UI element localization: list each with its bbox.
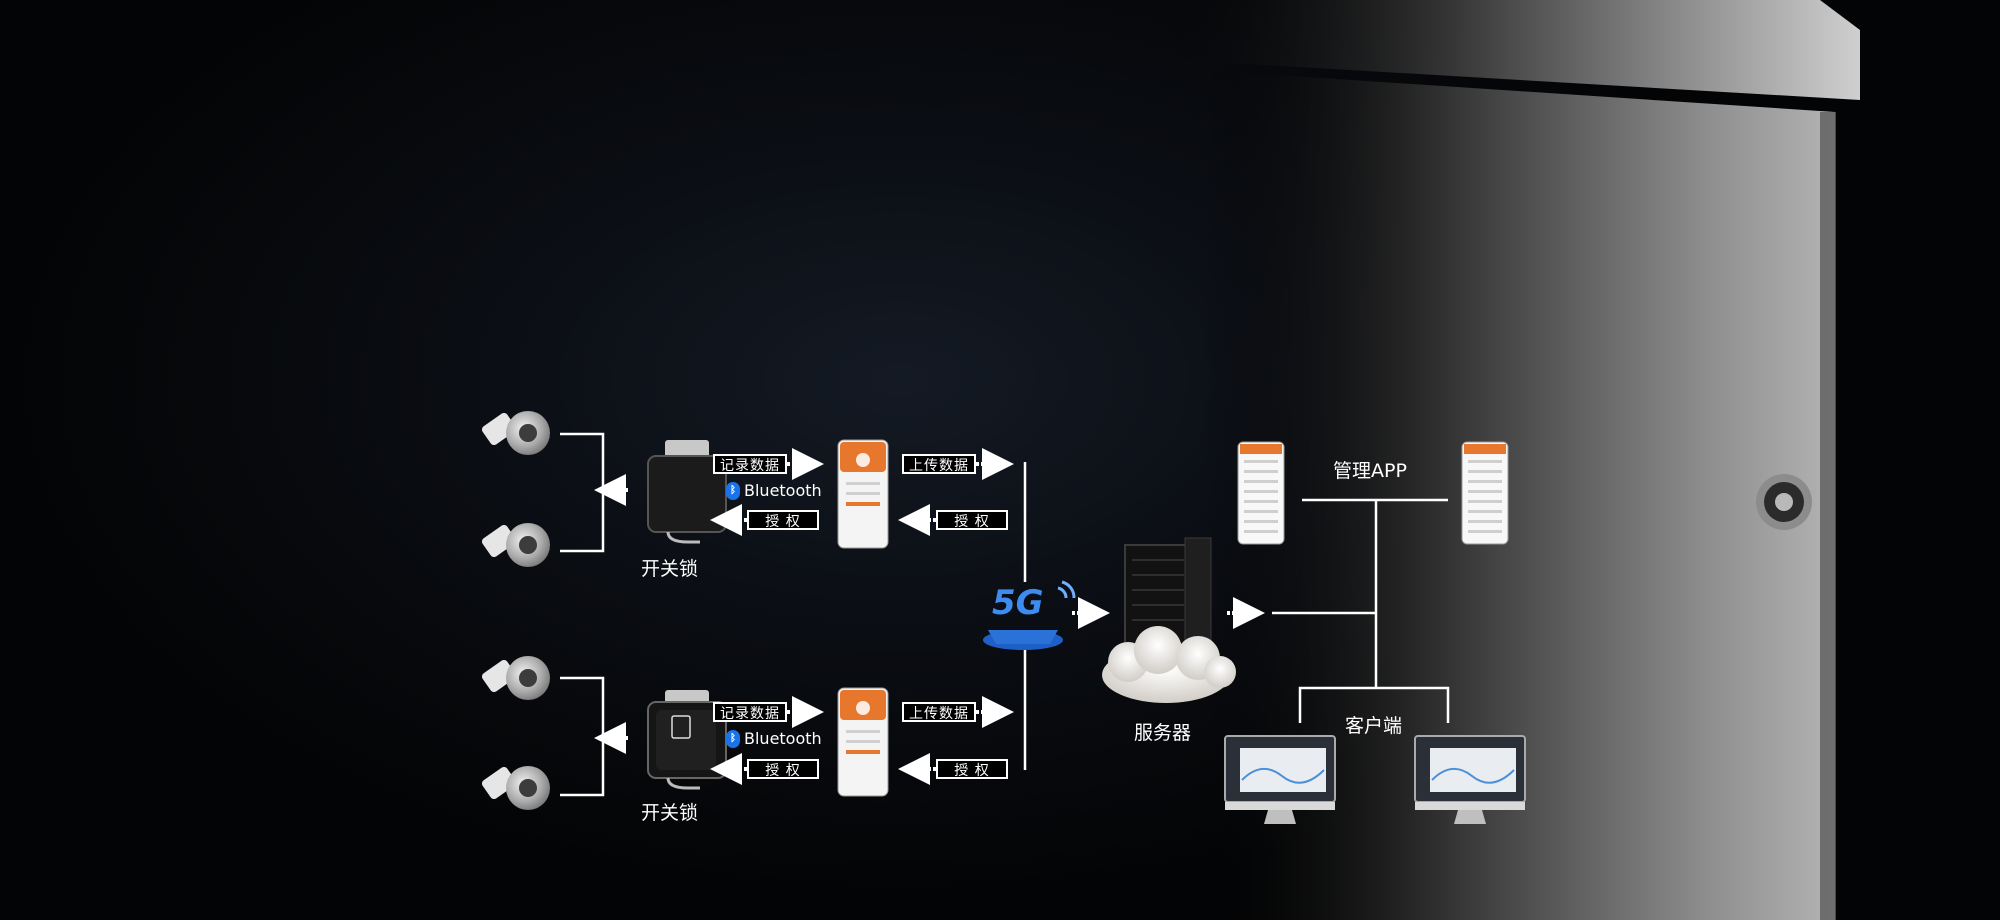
upload-data-label-top: 上传数据 [902,454,976,474]
cam-lock-2 [481,523,550,567]
client-monitor-left [1224,735,1336,824]
record-data-label-bottom: 记录数据 [713,702,787,722]
mgmt-phone-left [1237,441,1285,545]
mgmt-phone-right [1461,441,1509,545]
cam-lock-1 [481,411,550,455]
mgmt-app-label: 管理APP [1333,460,1407,482]
cam-lock-4 [481,766,550,810]
cam-lock-3 [481,656,550,700]
record-data-label-top: 记录数据 [713,454,787,474]
arrows-phone-network [898,448,1014,785]
auth-label-top: 授 权 [747,510,819,530]
auth-label-bottom: 授 权 [747,759,819,779]
bluetooth-label-bottom: ᛒ Bluetooth [726,729,822,748]
smart-key-label-bottom: 开关锁 [641,802,699,824]
upload-data-label-bottom: 上传数据 [902,702,976,722]
distribution-tree [1272,498,1450,723]
client-label: 客户端 [1345,715,1403,737]
cabinet-illustration [1150,0,1860,920]
bluetooth-icon: ᛒ [726,729,740,748]
phone-bottom [837,687,889,797]
lock-bracket-bottom [560,676,605,797]
5g-icon [983,580,1076,650]
bluetooth-text-bottom: Bluetooth [744,729,822,748]
smart-key-top [647,440,727,544]
phone-top [837,439,889,549]
5g-label: 5G [992,583,1044,623]
server-label: 服务器 [1134,722,1192,744]
bluetooth-text-top: Bluetooth [744,481,822,500]
auth-server-label-top: 授 权 [936,510,1008,530]
lock-bracket-top [560,432,605,553]
smart-key-bottom [647,690,727,790]
client-monitor-right [1414,735,1526,824]
bluetooth-label-top: ᛒ Bluetooth [726,481,822,500]
smart-key-label-top: 开关锁 [641,558,699,580]
auth-server-label-bottom: 授 权 [936,759,1008,779]
bluetooth-icon: ᛒ [726,481,740,500]
cloud-icon [1102,626,1236,703]
